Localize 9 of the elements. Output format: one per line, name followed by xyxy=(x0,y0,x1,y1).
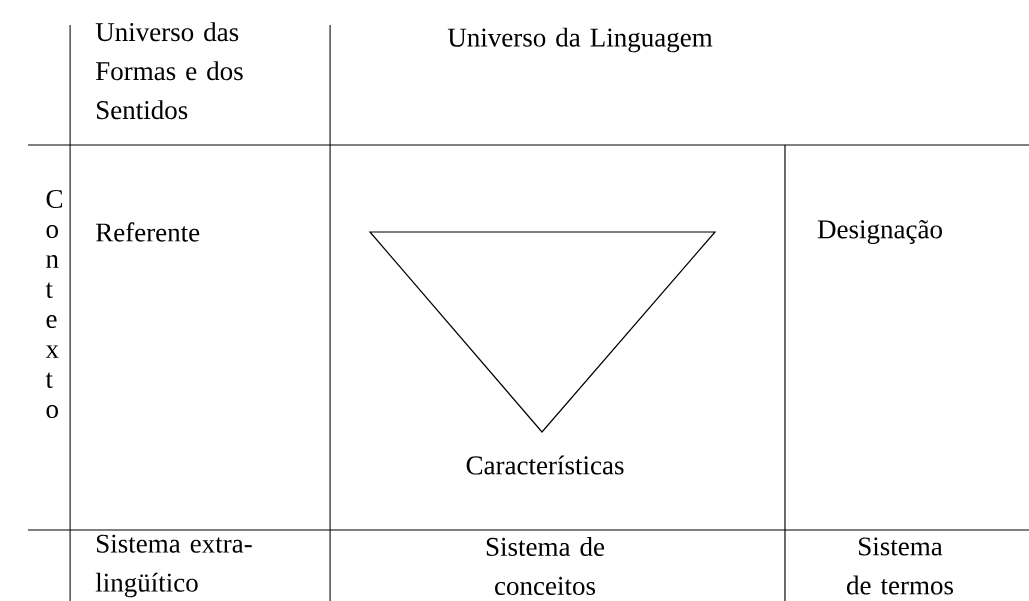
cell-text: Sistema extra-lingüítico xyxy=(95,534,252,598)
cell-text: Designação xyxy=(817,220,942,244)
column-heading: Universo da Linguagem xyxy=(447,27,713,53)
cell-text: Sistema de termos xyxy=(847,537,953,595)
vertical-label: Contexto xyxy=(45,189,63,419)
cell-text: Referente xyxy=(96,222,200,242)
column-heading: Universo das Formas e dos Sentidos xyxy=(95,22,243,120)
cell-text: Características xyxy=(466,455,624,475)
cell-text: Sistema de conceitos xyxy=(486,537,605,595)
